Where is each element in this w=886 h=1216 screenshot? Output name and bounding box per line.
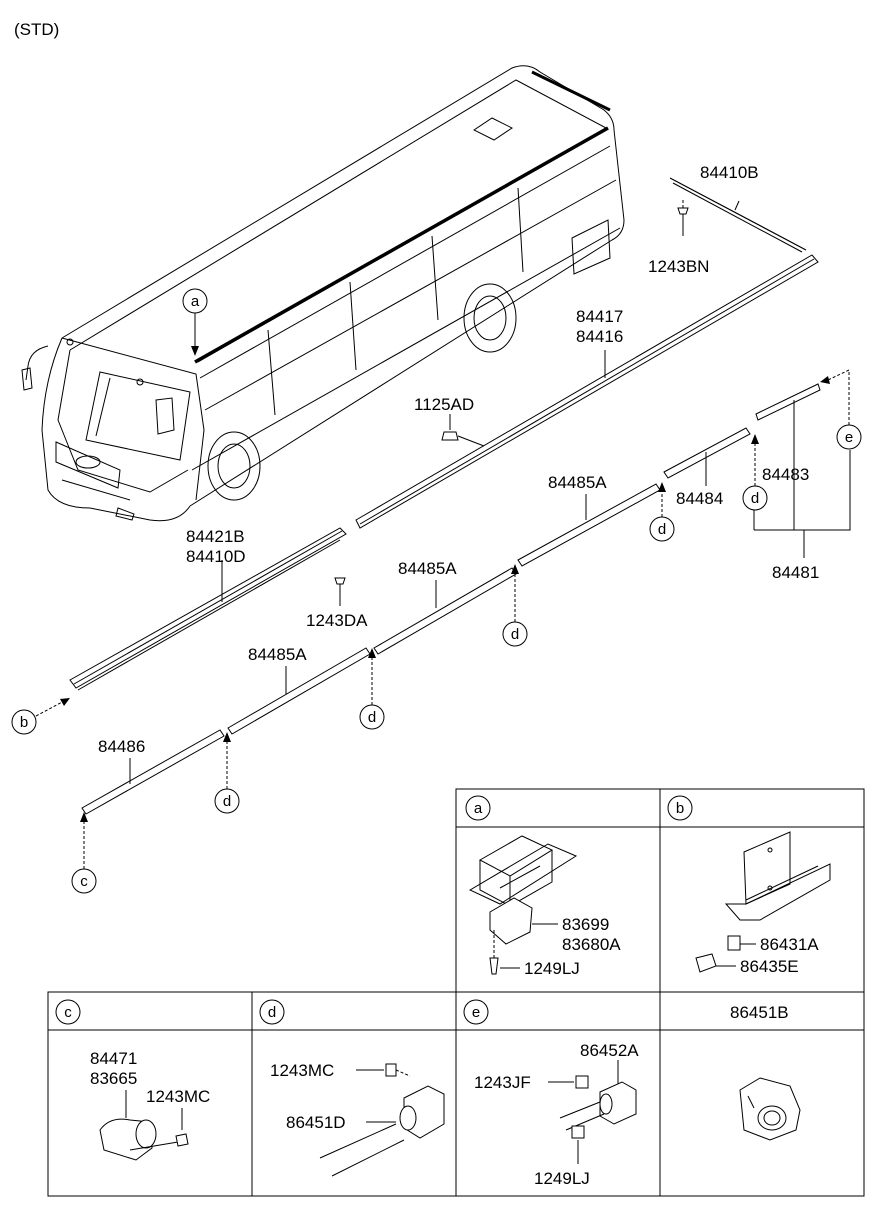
part-84484: 84484 [663,427,751,508]
svg-text:c: c [80,873,88,890]
label-84485A-middle: 84485A [398,559,457,578]
part-84485A-middle: 84485A [373,559,517,655]
svg-text:e: e [472,1004,480,1021]
svg-text:d: d [751,490,759,507]
part-84486: 84486 [81,729,225,815]
panel-e-part-2: 1243JF [474,1073,531,1092]
label-1243DA: 1243DA [306,611,368,630]
detail-panel-a: a 83699 83680A 1249LJ [465,795,621,978]
callout-d-3: d [502,564,528,647]
callout-d-2: d [649,482,675,542]
variant-label: (STD) [14,20,59,39]
label-84486: 84486 [98,737,145,756]
svg-text:d: d [368,709,376,726]
label-84410B: 84410B [700,163,759,182]
label-1125AD: 1125AD [414,395,474,414]
svg-text:e: e [845,429,853,446]
bus-illustration [21,65,625,522]
panel-b-part-2: 86435E [740,957,799,976]
panel-f-title: 86451B [730,1003,789,1022]
part-84485A-lower: 84485A [227,645,371,735]
label-84483: 84483 [762,465,809,484]
label-1243BN: 1243BN [648,257,709,276]
svg-text:d: d [268,1004,276,1021]
screw-1243DA: 1243DA [306,577,368,630]
panel-b-part-1: 86431A [760,935,819,954]
label-84481: 84481 [772,563,819,582]
callout-a-bus: a [182,288,208,356]
screw-1243BN: 1243BN [648,200,709,276]
label-84416: 84416 [576,327,623,346]
panel-e-part-1: 86452A [580,1041,639,1060]
svg-text:a: a [191,293,200,310]
panel-a-part-2: 83680A [562,935,621,954]
svg-text:b: b [20,714,28,731]
svg-text:d: d [511,626,519,643]
callout-d-4: d [359,648,385,730]
part-84410B: 84410B [669,163,807,253]
label-84485A-lower: 84485A [248,645,307,664]
part-84417-84416: 84417 84416 [355,254,819,529]
part-84483: 84483 [755,383,821,530]
panel-a-part-3: 1249LJ [524,959,580,978]
svg-text:a: a [474,800,483,817]
callout-d-1: d [742,434,768,511]
panel-e-part-3: 1249LJ [534,1169,590,1188]
part-84485A-upper: 84485A [517,473,661,567]
callout-e: e [820,369,862,450]
detail-panel-86451B: 86451B [730,1003,801,1141]
detail-table-top [455,788,865,993]
callout-c: c [71,812,97,894]
svg-text:c: c [64,1004,72,1021]
label-84410D: 84410D [186,547,246,566]
callout-b: b [11,698,70,735]
panel-c-part-2: 83665 [90,1069,137,1088]
panel-d-part-1: 1243MC [270,1061,334,1080]
panel-a-part-1: 83699 [562,915,609,934]
label-84485A-upper: 84485A [548,473,607,492]
label-84481-bracket: 84481 [753,450,851,582]
detail-panel-d: d 1243MC 86451D [259,999,445,1177]
detail-panel-c: c 84471 83665 1243MC [55,999,210,1161]
panel-c-part-1: 84471 [90,1049,137,1068]
panel-d-part-2: 86451D [286,1113,346,1132]
detail-table-bottom [47,991,865,1197]
panel-c-part-3: 1243MC [146,1087,210,1106]
svg-text:d: d [223,793,231,810]
screw-1125AD: 1125AD [414,395,485,447]
part-84421B-84410D: 84421B 84410D [69,527,347,691]
svg-text:d: d [658,521,666,538]
detail-panel-b: b 86431A 86435E [667,795,831,976]
label-84421B: 84421B [186,527,245,546]
label-84484: 84484 [676,489,723,508]
label-84417: 84417 [576,307,623,326]
callout-d-5: d [214,732,240,814]
detail-panel-e: e 86452A 1243JF 1249LJ [463,999,639,1188]
svg-text:b: b [676,800,684,817]
